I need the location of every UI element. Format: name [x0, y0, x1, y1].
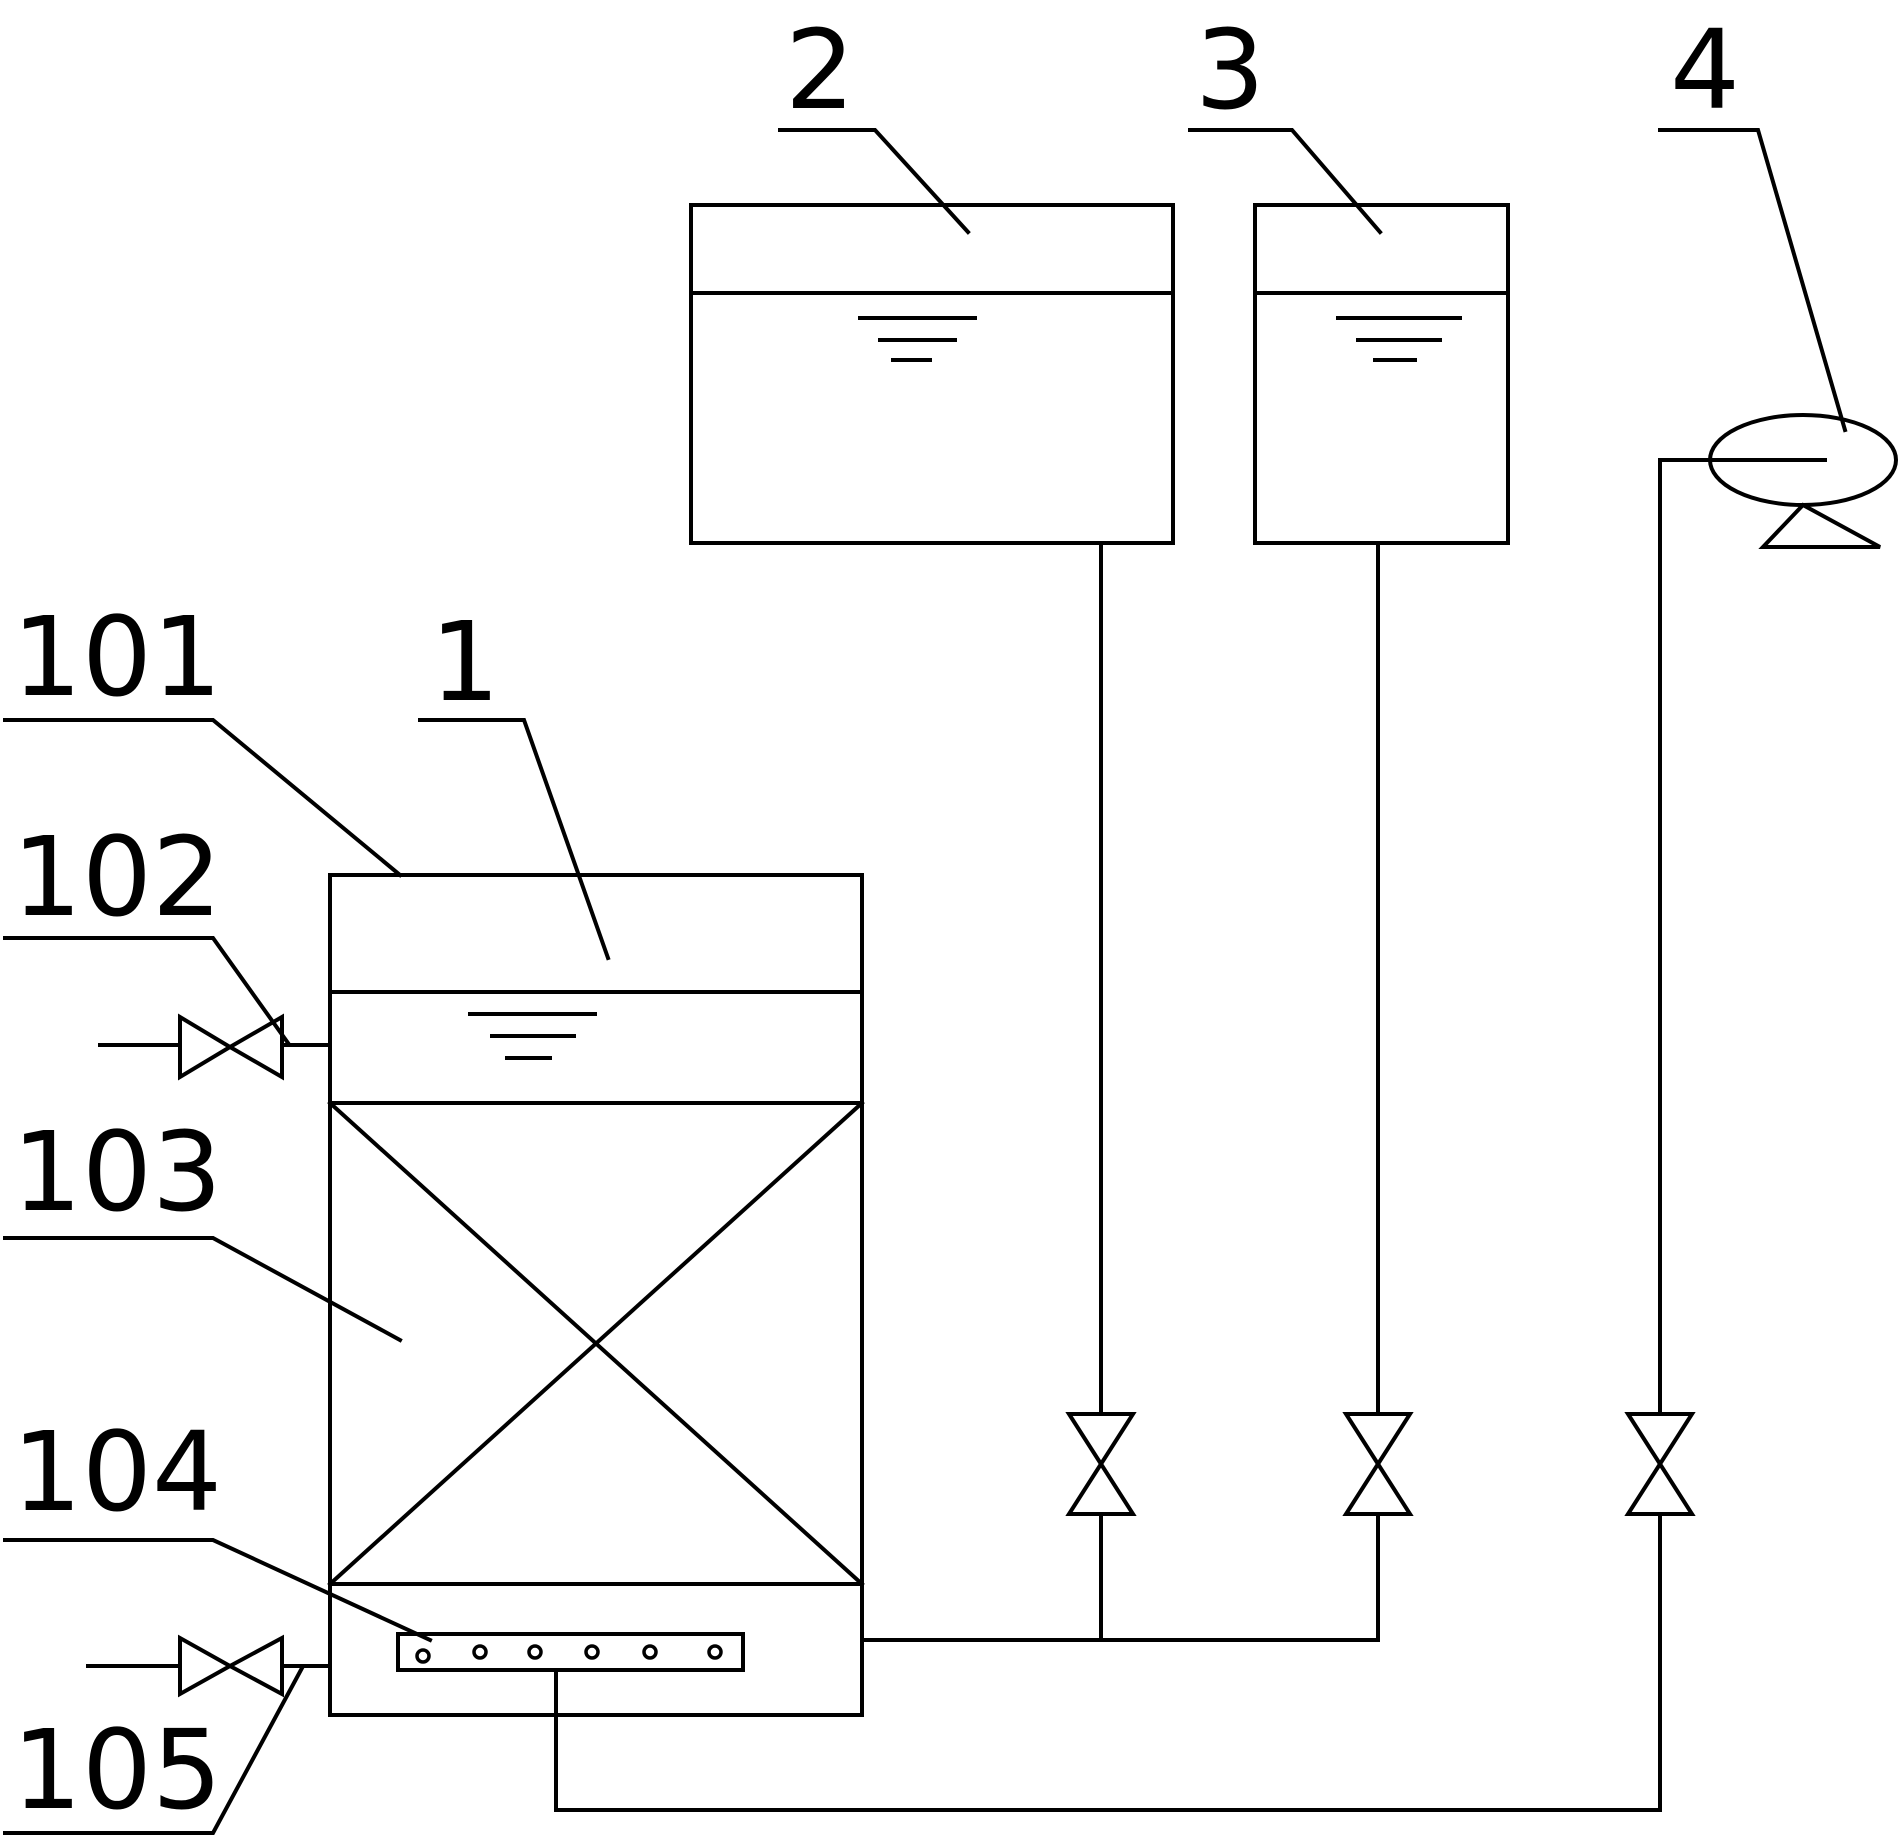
valve-pump-line — [1624, 1412, 1696, 1516]
tank-3-liquid-level-symbol — [1336, 316, 1462, 362]
reference-labels: 1 2 3 4 101 102 103 104 105 — [12, 6, 1740, 1834]
label-1: 1 — [430, 598, 500, 726]
label-104: 104 — [12, 1408, 222, 1536]
aeration-distributor — [396, 1632, 745, 1672]
label-4: 4 — [1670, 6, 1740, 134]
air-pump-4 — [1708, 413, 1898, 549]
valve-105-reactor-drain — [178, 1634, 284, 1698]
label-2: 2 — [785, 6, 855, 134]
storage-tank-3 — [1253, 203, 1510, 545]
packing-bed-cross — [327, 1100, 865, 1587]
piping — [86, 458, 1827, 1812]
storage-tank-2 — [689, 203, 1175, 545]
valve-102-reactor-outlet — [178, 1013, 284, 1081]
label-105: 105 — [12, 1706, 222, 1834]
reactor-liquid-level-symbol — [468, 1012, 597, 1060]
reactor-vessel — [327, 873, 865, 1717]
label-3: 3 — [1195, 6, 1265, 134]
valve-tank-2-line — [1065, 1412, 1137, 1516]
valve-tank-3-line — [1342, 1412, 1414, 1516]
label-102: 102 — [12, 813, 222, 941]
leader-lines — [3, 128, 1848, 1835]
tank-2-liquid-level-symbol — [858, 316, 977, 362]
label-103: 103 — [12, 1108, 222, 1236]
label-101: 101 — [12, 593, 222, 721]
